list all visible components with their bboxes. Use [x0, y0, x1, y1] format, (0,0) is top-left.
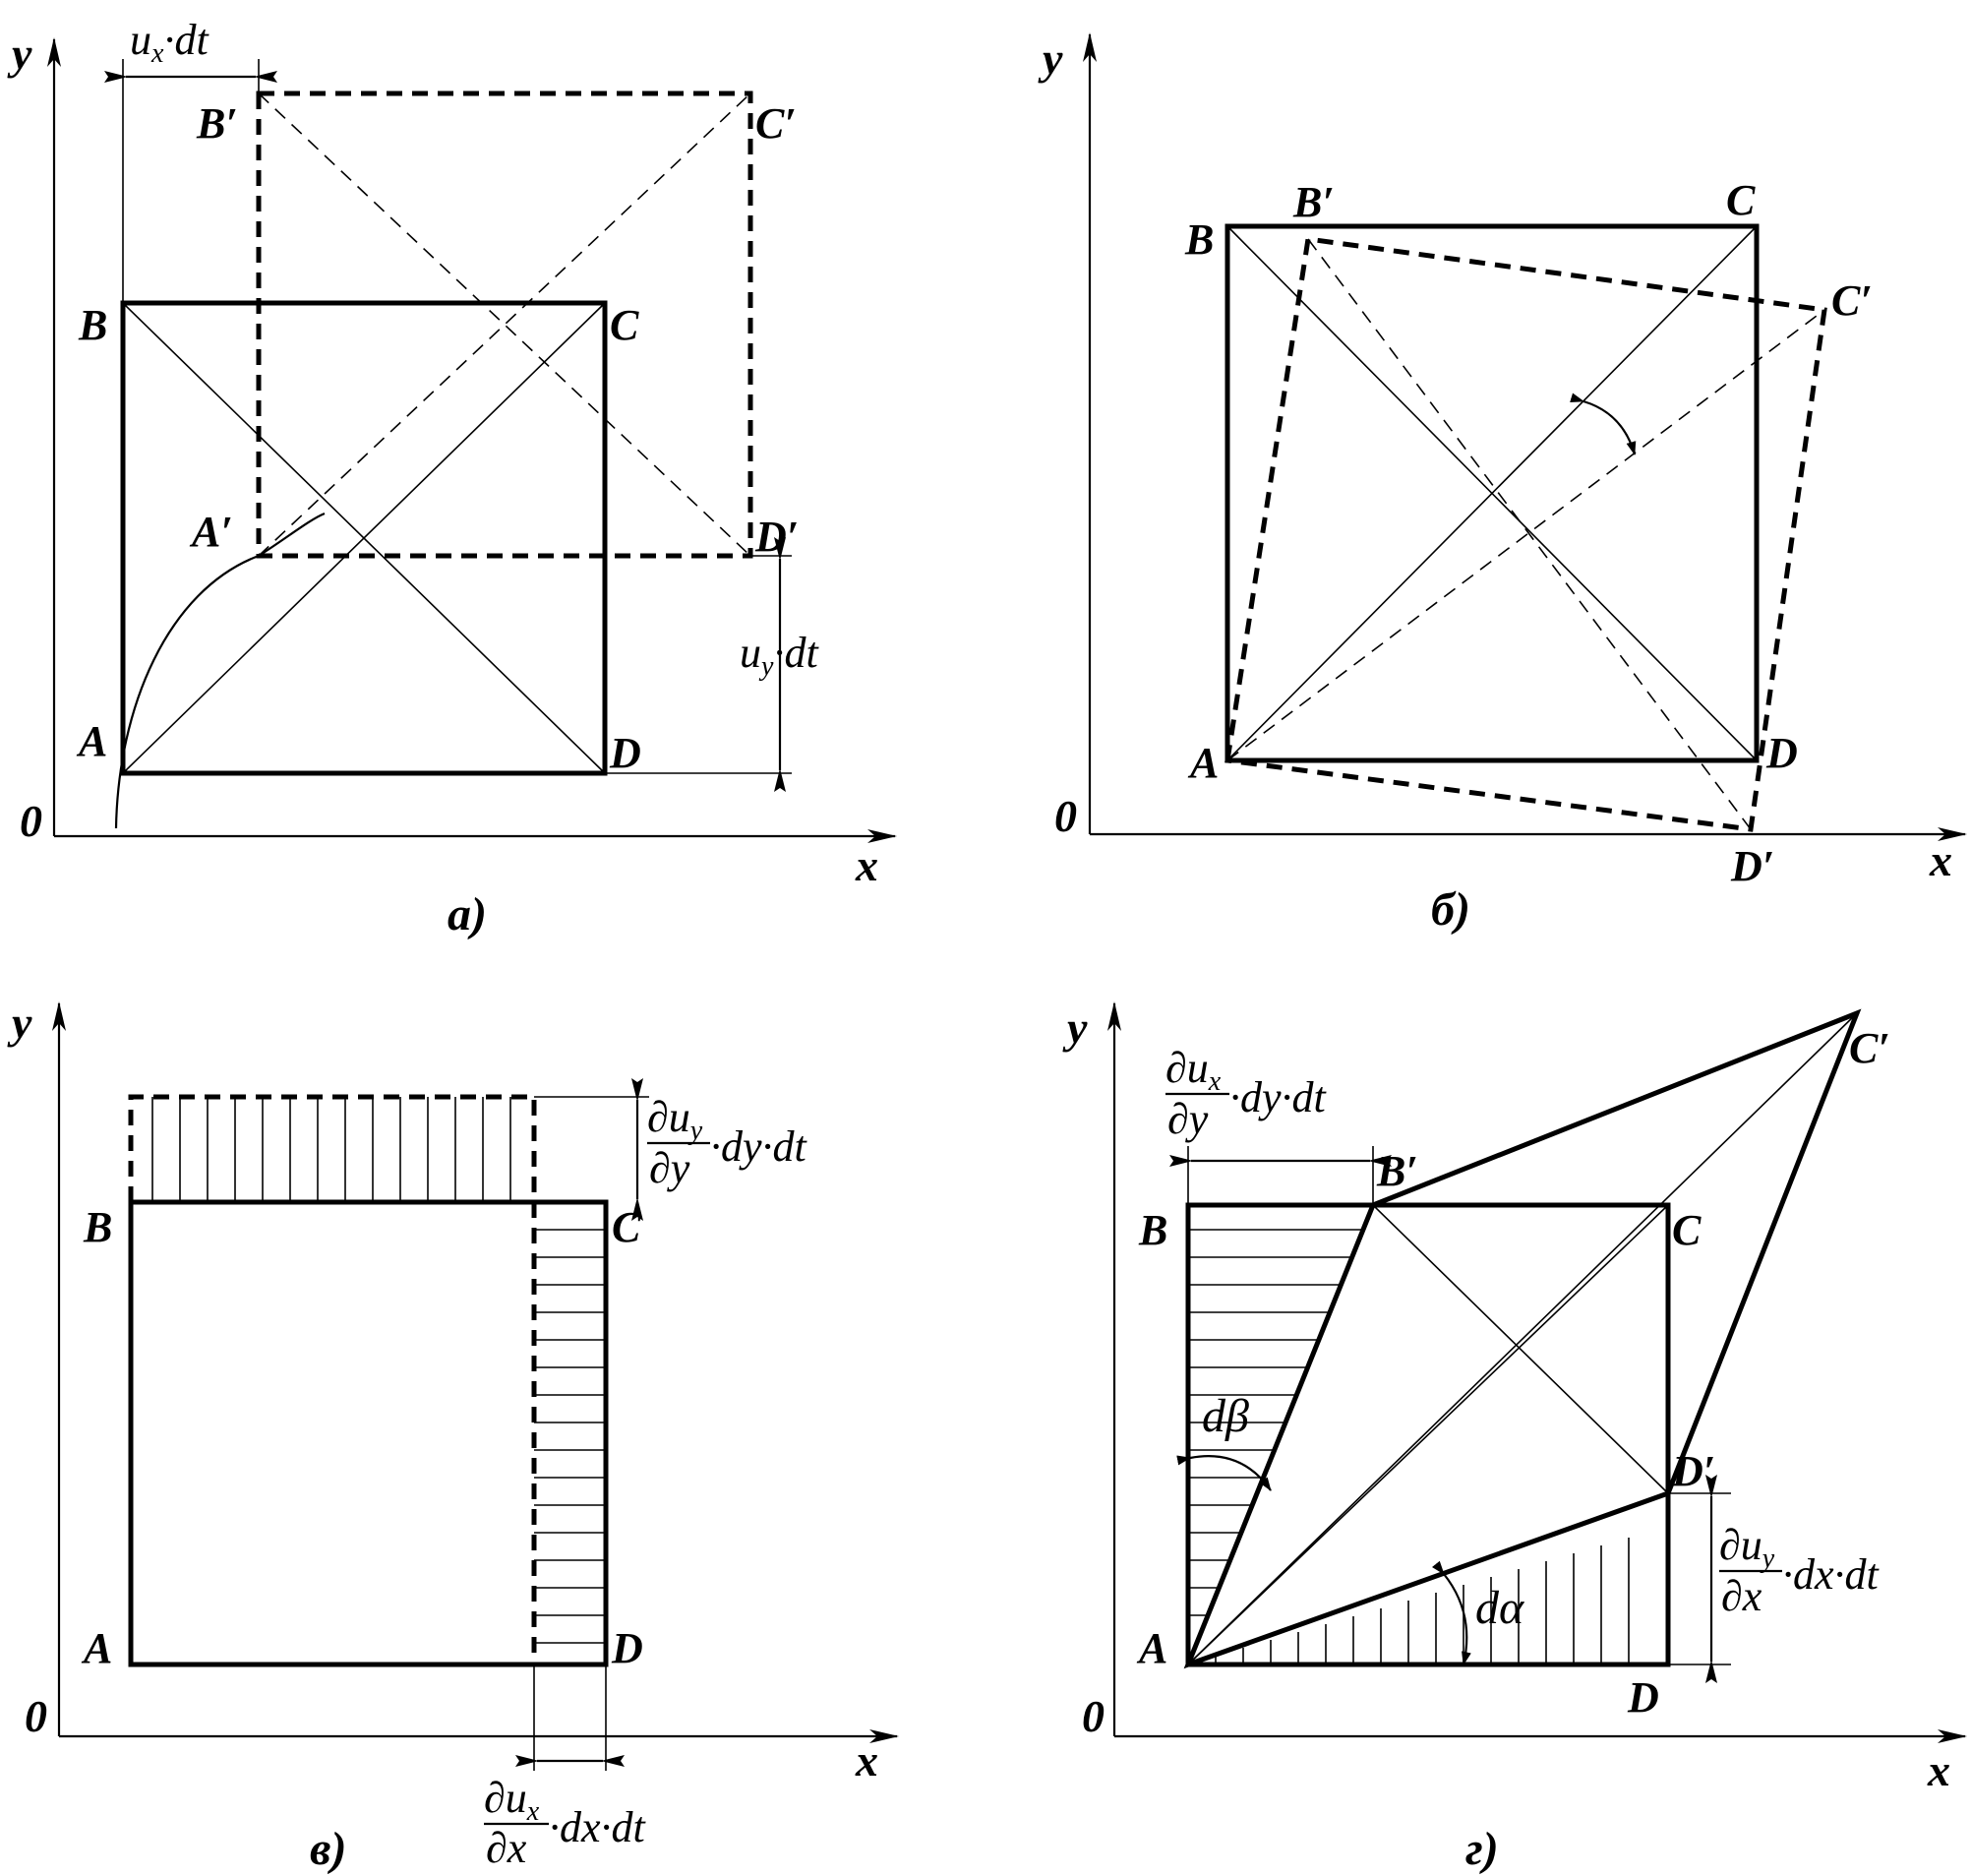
dim-top-label: ∂uy ∂y ·dy·dt	[647, 1093, 808, 1192]
dim-bottom-label: ∂ux ∂x ·dx·dt	[484, 1774, 647, 1872]
x-axis-label: x	[855, 840, 878, 890]
svg-text:∂ux: ∂ux	[1165, 1044, 1222, 1097]
point-c-prime: C′	[1849, 1024, 1890, 1072]
dim-ux-label: ux·dt	[130, 16, 209, 69]
point-d: D	[1765, 729, 1798, 777]
point-b: B	[83, 1203, 112, 1251]
svg-text:∂y: ∂y	[1167, 1095, 1209, 1143]
point-d-prime: D′	[1671, 1447, 1715, 1495]
panel-a-caption: а)	[448, 888, 487, 940]
y-axis-label: y	[7, 998, 32, 1048]
panel-a: y x 0 ux·dt uy·dt A B C D A′ B′ C′ D′ а)	[7, 16, 897, 940]
origin-label: 0	[1054, 791, 1077, 841]
point-a: A	[76, 717, 107, 765]
x-axis-label: x	[855, 1735, 878, 1785]
angle-beta-arc	[1176, 1455, 1272, 1491]
point-b-prime: B′	[1376, 1147, 1418, 1195]
svg-text:∂uy: ∂uy	[1719, 1521, 1775, 1574]
svg-text:·dy·dt: ·dy·dt	[710, 1122, 808, 1171]
svg-text:·dx·dt: ·dx·dt	[1782, 1550, 1881, 1599]
point-a: A	[81, 1624, 112, 1672]
point-d: D	[611, 1624, 643, 1672]
point-d-prime: D′	[1730, 842, 1774, 890]
svg-text:∂x: ∂x	[1721, 1572, 1762, 1620]
right-hatch	[534, 1229, 606, 1644]
square-translated	[256, 91, 753, 559]
point-b-prime: B′	[1292, 178, 1335, 226]
diagonal-ac	[1187, 1204, 1669, 1665]
panel-d-caption: г)	[1465, 1823, 1499, 1875]
panel-b: y x 0 A B C D B′ C′ D′ б)	[1038, 32, 1967, 936]
svg-text:∂y: ∂y	[649, 1144, 690, 1192]
point-d: D	[609, 729, 641, 777]
y-axis-label: y	[1062, 1002, 1088, 1053]
svg-text:·dx·dt: ·dx·dt	[549, 1803, 647, 1851]
dim-top-label: ∂ux ∂y ·dy·dt	[1165, 1044, 1328, 1143]
point-d-prime: D′	[754, 513, 799, 561]
point-b: B	[1184, 215, 1214, 264]
angle-alpha-arc	[1431, 1560, 1471, 1665]
point-b: B	[1138, 1206, 1167, 1254]
rotation-arc	[1570, 393, 1637, 455]
diagonal-bd	[122, 302, 606, 774]
y-axis-label: y	[7, 29, 32, 79]
angle-alpha-label: dα	[1475, 1582, 1524, 1634]
trajectory-curve	[114, 512, 326, 829]
svg-text:∂ux: ∂ux	[484, 1774, 540, 1827]
square-stretched	[128, 1094, 537, 1664]
point-c: C	[612, 1203, 641, 1251]
origin-label: 0	[20, 796, 42, 846]
point-c: C	[1726, 176, 1756, 224]
square-abcd	[128, 1199, 609, 1667]
square-abcd	[1185, 1202, 1671, 1667]
point-a: A	[1187, 739, 1219, 787]
x-axis-label: x	[1929, 835, 1952, 885]
dim-right-label: ∂uy ∂x ·dx·dt	[1719, 1521, 1881, 1620]
origin-label: 0	[25, 1691, 47, 1741]
point-c: C	[610, 301, 639, 349]
x-axis-label: x	[1927, 1745, 1950, 1795]
point-c-prime: C′	[755, 99, 797, 148]
diagonal-ac-prime	[1187, 1012, 1858, 1665]
dim-uy-label: uy·dt	[740, 629, 819, 682]
diagonal-ac-prime	[1226, 309, 1825, 761]
angle-beta-label: dβ	[1202, 1390, 1249, 1442]
panel-c: y x 0 ∂	[7, 998, 899, 1875]
point-a-prime: A′	[189, 508, 233, 556]
diagonal-bd-prime	[1307, 238, 1752, 830]
svg-text:·dy·dt: ·dy·dt	[1229, 1073, 1328, 1121]
square-abcd	[1224, 223, 1760, 763]
origin-label: 0	[1082, 1691, 1105, 1741]
diagonal-b2d2	[1372, 1204, 1669, 1494]
point-c: C	[1672, 1206, 1702, 1254]
point-a: A	[1136, 1624, 1167, 1672]
top-hatch	[151, 1097, 511, 1202]
point-b-prime: B′	[196, 99, 238, 148]
svg-text:∂uy: ∂uy	[647, 1093, 703, 1146]
panel-b-caption: б)	[1431, 883, 1470, 936]
diagonal-bd	[1226, 225, 1758, 761]
point-b: B	[78, 301, 107, 349]
svg-text:∂x: ∂x	[486, 1824, 527, 1872]
square-abcd	[120, 300, 608, 776]
bottom-hatch	[1215, 1538, 1630, 1664]
point-d: D	[1627, 1673, 1659, 1722]
point-c-prime: C′	[1831, 276, 1873, 325]
y-axis-label: y	[1038, 33, 1063, 84]
panel-c-caption: в)	[310, 1823, 346, 1875]
panel-d: y x 0	[1062, 1001, 1967, 1875]
